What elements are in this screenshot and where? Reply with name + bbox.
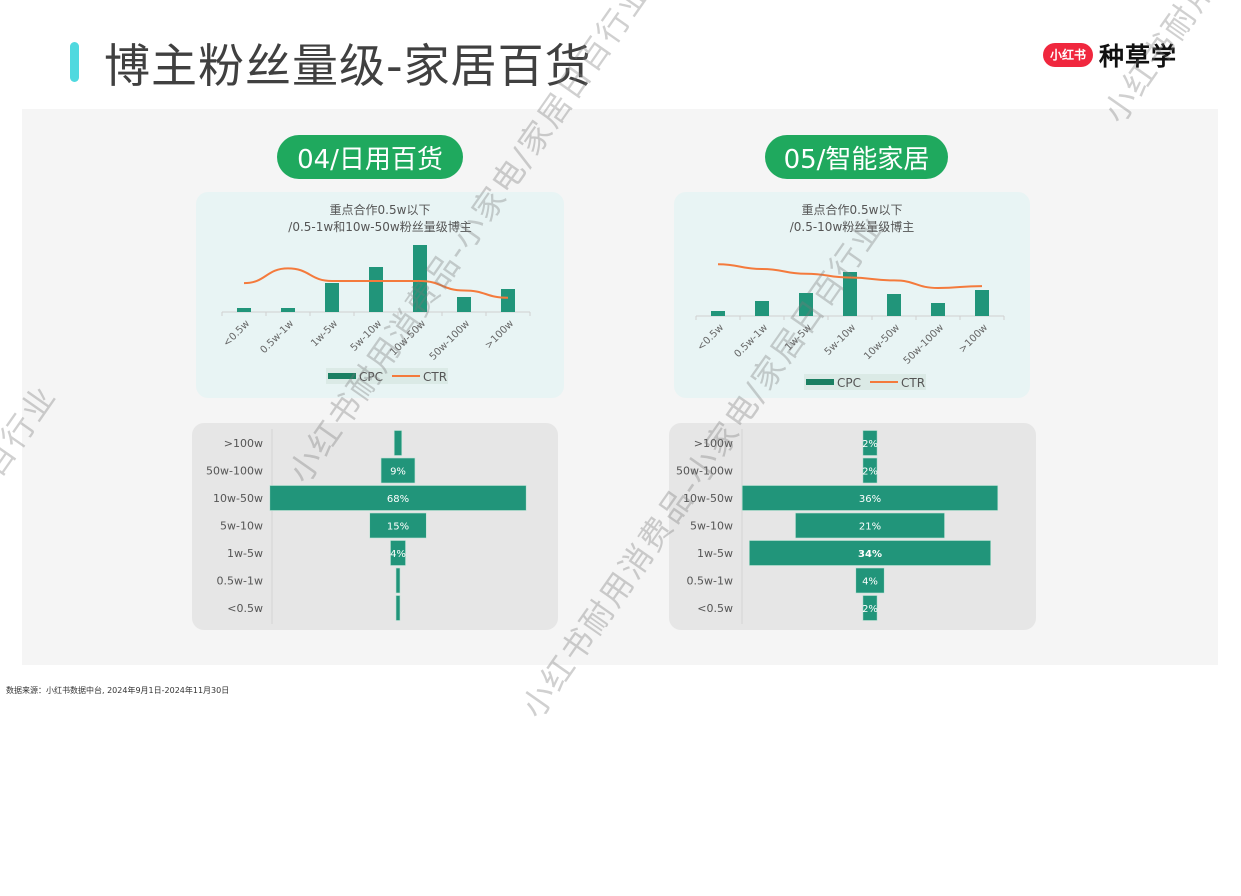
cpc-bar <box>457 297 471 312</box>
chart-title-line2: /0.5-1w和10w-50w粉丝量级博主 <box>288 220 472 234</box>
x-tick-label: 0.5w-1w <box>258 318 296 356</box>
cpc-bar <box>501 289 515 312</box>
cpc-bar <box>975 290 989 316</box>
x-tick-label: 10w-50w <box>388 318 428 358</box>
cpc-bar <box>369 267 383 312</box>
funnel-category-label: 50w-100w <box>206 465 263 478</box>
cpc-bar <box>237 308 251 312</box>
funnel-value-label: 4% <box>862 577 878 588</box>
cpc-bar <box>931 303 945 316</box>
title-accent-bar <box>70 42 79 82</box>
x-tick-label: 1w-5w <box>783 322 814 353</box>
ctr-line <box>243 267 509 299</box>
cpc-bar <box>887 294 901 316</box>
cpc-bar <box>799 293 813 316</box>
funnel-bar <box>393 430 403 456</box>
chart-title-line2: /0.5-10w粉丝量级博主 <box>789 220 915 234</box>
funnel-bar <box>395 567 401 594</box>
x-tick-label: >100w <box>483 318 516 351</box>
x-tick-label: 50w-100w <box>428 318 472 362</box>
brand-logo: 小红书 种草学 <box>1043 37 1177 73</box>
funnel-category-label: 5w-10w <box>220 520 263 533</box>
funnel-bar <box>741 485 999 511</box>
funnel-value-label: 4% <box>390 549 406 560</box>
funnel-category-label: <0.5w <box>697 602 733 615</box>
funnel-bar <box>369 512 427 539</box>
funnel-category-label: >100w <box>224 437 263 450</box>
funnel-value-label: 15% <box>387 522 409 533</box>
data-source-footnote: 数据来源：小红书数据中台, 2024年9月1日-2024年11月30日 <box>6 686 230 695</box>
page-title: 博主粉丝量级-家居百货 <box>104 39 592 93</box>
funnel-category-label: 10w-50w <box>683 492 733 505</box>
funnel-category-label: >100w <box>694 437 733 450</box>
funnel-value-label: 34% <box>858 549 882 560</box>
funnel-category-label: <0.5w <box>227 602 263 615</box>
funnel-category-label: 50w-100w <box>676 465 733 478</box>
funnel-bar <box>380 457 416 484</box>
svg-text:CPC: CPC <box>359 370 383 384</box>
funnel-value-label: 9% <box>390 467 406 478</box>
x-tick-label: 50w-100w <box>902 322 946 366</box>
funnel-value-label: 36% <box>859 494 881 505</box>
funnel-value-label: 68% <box>387 494 409 505</box>
brand-badge: 小红书 <box>1043 43 1094 67</box>
funnel-chart-daily-goods: >100w 50w-100w 9% 10w-50w 68% 5w-10w 15% 1w-5w 4… <box>192 423 558 630</box>
funnel-bar <box>862 457 878 484</box>
chart-title-line1: 重点合作0.5w以下 <box>801 203 903 217</box>
cpc-bar <box>755 301 769 316</box>
x-tick-label: <0.5w <box>695 322 726 353</box>
x-tick-label: 0.5w-1w <box>732 322 770 360</box>
ctr-line <box>717 263 983 290</box>
funnel-value-label: 2% <box>862 467 878 478</box>
svg-text:CPC: CPC <box>837 376 861 390</box>
brand-name: 种草学 <box>1099 42 1178 71</box>
cpc-bar <box>413 245 427 312</box>
funnel-value-label: 2% <box>862 604 878 615</box>
funnel-bar <box>862 595 878 621</box>
funnel-value-label: 2% <box>862 439 878 450</box>
funnel-category-label: 10w-50w <box>213 492 263 505</box>
svg-text:CTR: CTR <box>901 376 925 390</box>
funnel-bar <box>855 567 885 594</box>
section-label-daily-goods: 04/日用百货 <box>277 135 463 179</box>
funnel-category-label: 1w-5w <box>697 547 733 560</box>
funnel-category-label: 0.5w-1w <box>687 575 733 588</box>
funnel-bar <box>795 512 945 539</box>
funnel-bar <box>390 540 406 566</box>
chart-title-line1: 重点合作0.5w以下 <box>329 203 431 217</box>
x-tick-label: 5w-10w <box>349 318 384 353</box>
funnel-value-label: 21% <box>859 522 881 533</box>
cpc-bar <box>325 283 339 312</box>
x-tick-label: 10w-50w <box>862 322 902 362</box>
x-tick-label: <0.5w <box>221 318 252 349</box>
svg-text:CTR: CTR <box>423 370 447 384</box>
funnel-bar <box>749 540 991 566</box>
cpc-bar <box>843 272 857 316</box>
funnel-bar <box>395 595 401 621</box>
x-tick-label: >100w <box>957 322 990 355</box>
section-label-smart-home: 05/智能家居 <box>765 135 948 179</box>
funnel-category-label: 1w-5w <box>227 547 263 560</box>
funnel-bar <box>269 485 527 511</box>
funnel-category-label: 0.5w-1w <box>217 575 263 588</box>
funnel-bar <box>862 430 878 456</box>
funnel-chart-svg: >100w 50w-100w 9% 10w-50w 68% 5w-10w 15% 1w-5w 4… <box>206 429 527 624</box>
funnel-chart-smart-home: >100w 2% 50w-100w 2% 10w-50w 36% 5w-10w 21% 1w-5… <box>669 423 1036 630</box>
funnel-chart-svg: >100w 2% 50w-100w 2% 10w-50w 36% 5w-10w 21% 1w-5… <box>676 429 999 624</box>
cpc-bar <box>281 308 295 312</box>
funnel-category-label: 5w-10w <box>690 520 733 533</box>
x-tick-label: 5w-10w <box>823 322 858 357</box>
cpc-bar <box>711 311 725 316</box>
x-tick-label: 1w-5w <box>309 318 340 349</box>
